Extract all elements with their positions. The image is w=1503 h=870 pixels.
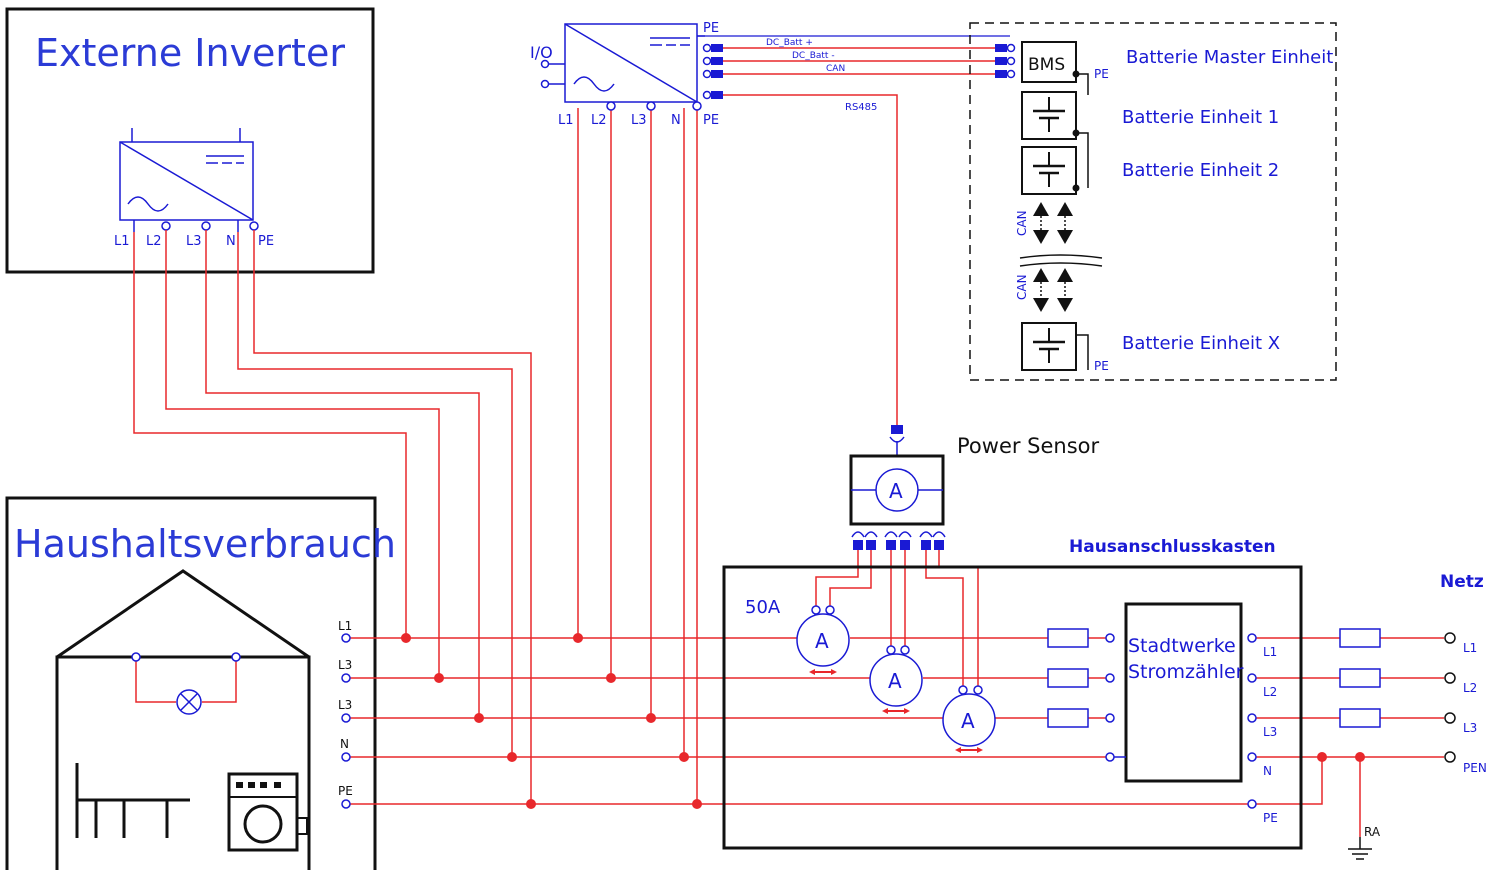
house-bus-label-n: N [340, 737, 349, 751]
fuses-grid [1339, 628, 1381, 728]
dc-plus-label: DC_Batt + [766, 38, 813, 48]
power-sensor-block [849, 425, 945, 526]
wiring [133, 47, 1444, 837]
ext-inv-terminal-l1: L1 [114, 234, 130, 249]
inverter-pe-top: PE [703, 21, 719, 36]
grid-l2: L2 [1463, 681, 1477, 695]
rating-label: 50A [745, 597, 781, 618]
ammeter-l3-label: A [961, 709, 975, 733]
meter-out-n: N [1263, 764, 1272, 778]
battery-unit-x-label: Batterie Einheit X [1122, 333, 1280, 354]
house-bus-label-2: L3 [338, 658, 352, 672]
house-bus-label-3: L3 [338, 698, 352, 712]
ground-ra-label: RA [1364, 825, 1381, 839]
ammeter-l1-label: A [815, 629, 829, 653]
fuses-internal [1047, 628, 1115, 762]
lamp-icon [176, 689, 202, 715]
ammeter-l1 [796, 605, 850, 675]
ground-icon [1347, 836, 1373, 860]
can-arrows-2 [1033, 268, 1073, 312]
ext-inv-terminal-l3: L3 [186, 234, 202, 249]
ammeter-l2 [869, 645, 923, 714]
meter-label-2: Stromzähler [1128, 661, 1244, 683]
power-sensor-title: Power Sensor [957, 434, 1100, 458]
junction-dots [401, 633, 1365, 809]
bms-pe-label: PE [1094, 67, 1109, 81]
power-sensor-ammeter-label: A [889, 479, 903, 503]
bms-label: BMS [1028, 55, 1065, 75]
external-inverter-title: Externe Inverter [35, 31, 345, 75]
house-bus-label-1: L1 [338, 619, 352, 633]
dc-minus-label: DC_Batt - [792, 51, 835, 61]
external-inverter-symbol [119, 128, 259, 232]
grid-l1: L1 [1463, 641, 1477, 655]
grid-terminals [1444, 632, 1456, 763]
power-sensor-connectors [851, 531, 946, 550]
inv-terminal-pe: PE [703, 113, 719, 128]
grid-pen: PEN [1463, 761, 1487, 775]
battery-unit-2-label: Batterie Einheit 2 [1122, 160, 1279, 181]
meter-out-l1: L1 [1263, 645, 1277, 659]
inv-terminal-l2: L2 [591, 113, 607, 128]
house-icon [55, 569, 311, 870]
inv-terminal-n: N [671, 113, 681, 128]
battery-x-pe-label: PE [1094, 359, 1109, 373]
battery-unit-1-label: Batterie Einheit 1 [1122, 107, 1279, 128]
meter-out-pe: PE [1263, 811, 1278, 825]
junction-box [722, 565, 1303, 850]
household-box [5, 496, 377, 870]
lamp-circuit [131, 652, 241, 703]
battery-group-box [969, 22, 1337, 381]
break-symbol [1019, 254, 1103, 267]
household-title: Haushaltsverbrauch [14, 522, 396, 566]
inv-terminal-l1: L1 [558, 113, 574, 128]
battery-icon-2 [1021, 146, 1080, 195]
can-bus-label: CAN [826, 64, 845, 74]
meter-box [1114, 602, 1243, 783]
ext-inv-terminal-l2: L2 [146, 234, 162, 249]
ammeter-l3 [942, 685, 996, 753]
ammeter-l2-label: A [888, 669, 902, 693]
bms-block [1021, 41, 1089, 95]
can-arrows-1 [1033, 202, 1073, 244]
can-label-1: CAN [1015, 210, 1029, 236]
main-inverter-symbol [540, 23, 1010, 111]
can-label-2: CAN [1015, 274, 1029, 300]
inverter-io-label: I/O [530, 43, 553, 62]
battery-icon-x [1021, 322, 1089, 371]
washing-machine-icon [227, 772, 308, 852]
inverter-connectors [702, 43, 1016, 100]
battery-master-label: Batterie Master Einheit [1126, 47, 1333, 68]
rs485-label: RS485 [845, 102, 877, 113]
table-chair-icon [75, 763, 190, 838]
house-bus-terminals [341, 633, 351, 809]
junction-box-title: Hausanschlusskasten [1069, 537, 1276, 557]
meter-out-terminals [1247, 633, 1257, 809]
grid-title: Netz [1440, 572, 1484, 592]
ext-inv-terminal-pe: PE [258, 234, 274, 249]
battery-icon-1 [1021, 91, 1089, 188]
inv-terminal-l3: L3 [631, 113, 647, 128]
meter-label-1: Stadtwerke [1128, 635, 1236, 657]
house-bus-label-pe: PE [338, 784, 353, 798]
ext-inv-terminal-n: N [226, 234, 236, 249]
external-inverter-box [5, 7, 375, 274]
meter-out-l2: L2 [1263, 685, 1277, 699]
grid-l3: L3 [1463, 721, 1477, 735]
meter-out-l3: L3 [1263, 725, 1277, 739]
